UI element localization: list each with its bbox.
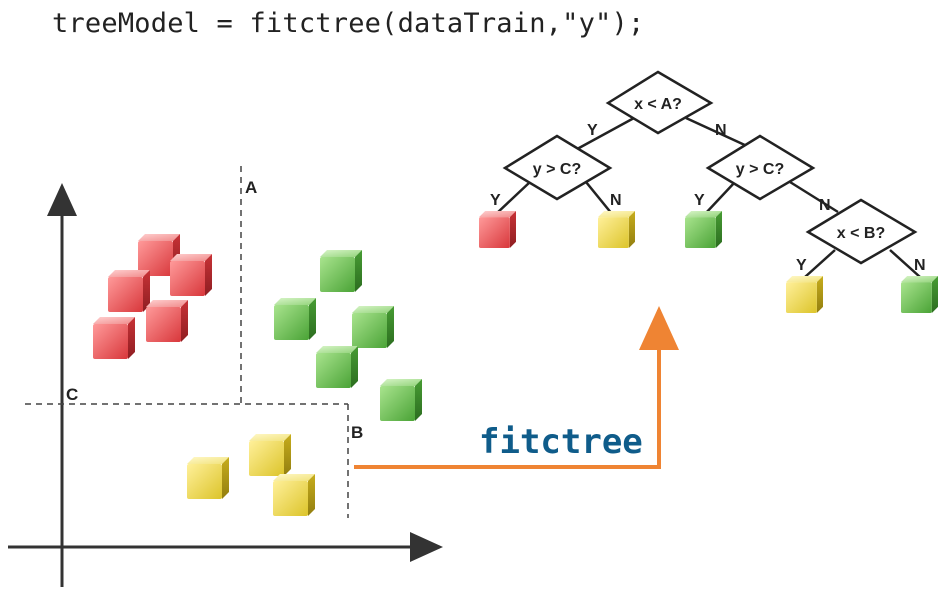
branch-label-yes: Y	[694, 192, 705, 209]
leaf-green-cube	[685, 211, 722, 248]
red-cube	[146, 300, 188, 342]
leaf-yellow-cube	[786, 276, 823, 313]
edge-right-no	[789, 180, 839, 214]
tree-node-deep-label: x < B?	[837, 225, 885, 242]
tree-node-root: x < A?	[605, 70, 714, 135]
branch-label-yes: Y	[796, 257, 807, 274]
yellow-cube	[187, 457, 229, 499]
green-cube	[380, 379, 422, 421]
code-line: treeModel = fitctree(dataTrain,"y");	[52, 8, 645, 39]
yellow-cube	[273, 474, 315, 516]
boundary-label-a: A	[245, 178, 257, 197]
plot-axes	[8, 183, 443, 587]
edge-deep-no	[889, 249, 921, 278]
tree-node-left: y > C?	[502, 134, 613, 201]
orange-arrow	[354, 306, 679, 469]
branch-label-no: N	[819, 197, 831, 214]
green-cube	[316, 346, 358, 388]
green-cube	[320, 250, 362, 292]
red-cube	[93, 317, 135, 359]
green-cluster	[274, 250, 422, 421]
leaf-red-cube	[479, 211, 516, 248]
edge-right-yes	[704, 181, 736, 215]
yellow-cluster	[187, 434, 315, 516]
decision-boundaries	[25, 166, 349, 518]
branch-label-yes: Y	[587, 122, 598, 139]
red-cube	[108, 270, 150, 312]
leaf-yellow-cube	[598, 211, 635, 248]
tree-node-right-label: y > C?	[736, 161, 784, 178]
edge-deep-yes	[804, 249, 836, 278]
boundary-label-b: B	[351, 423, 363, 442]
green-cube	[274, 298, 316, 340]
edge-left-yes	[495, 181, 531, 215]
fitctree-arrow	[354, 306, 679, 469]
red-cube	[170, 254, 212, 296]
green-cube	[352, 306, 394, 348]
leaf-green-cube	[901, 276, 938, 313]
fitctree-label: fitctree	[479, 422, 643, 462]
branch-label-yes: Y	[490, 192, 501, 209]
edge-left-no	[585, 181, 613, 215]
tree-node-left-label: y > C?	[533, 161, 581, 178]
yellow-cube	[249, 434, 291, 476]
tree-node-root-label: x < A?	[634, 96, 682, 113]
branch-label-no: N	[715, 122, 727, 139]
branch-label-no: N	[914, 257, 926, 274]
red-cluster	[93, 234, 212, 359]
tree-node-right: y > C?	[705, 134, 816, 201]
branch-label-no: N	[610, 192, 622, 209]
boundary-label-c: C	[66, 385, 78, 404]
tree-node-deep: x < B?	[805, 198, 918, 265]
branch-labels: Y N Y N Y N Y N	[490, 122, 926, 274]
